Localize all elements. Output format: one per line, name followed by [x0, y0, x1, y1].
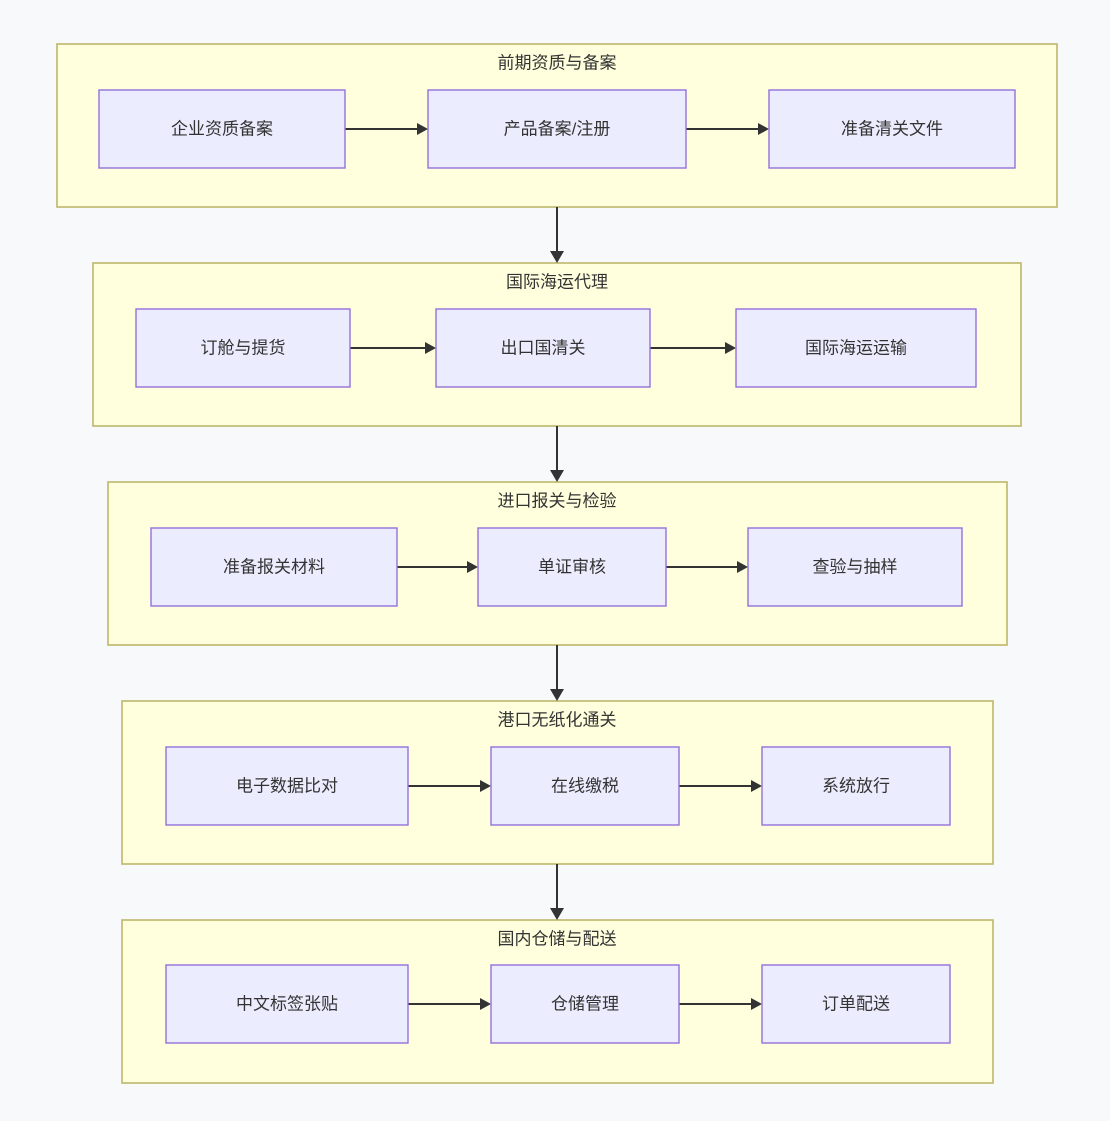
edge-n14-to-n15: [679, 998, 762, 1010]
node-n3[interactable]: 准备清关文件: [768, 89, 1016, 169]
node-label: 准备报关材料: [223, 557, 325, 576]
node-n5[interactable]: 出口国清关: [435, 308, 651, 388]
node-label: 企业资质备案: [171, 119, 273, 138]
node-label: 单证审核: [538, 557, 606, 576]
edge-n7-to-n8: [397, 561, 478, 573]
arrowhead-icon: [550, 251, 564, 263]
node-label: 订单配送: [822, 994, 890, 1013]
arrowhead-icon: [467, 561, 478, 573]
node-box: [135, 308, 351, 388]
edge-n11-to-n12: [679, 780, 762, 792]
node-n13[interactable]: 中文标签张贴: [165, 964, 409, 1044]
edge-n1-to-n2: [345, 123, 428, 135]
edge-n2-to-n3: [686, 123, 769, 135]
node-label: 电子数据比对: [236, 776, 338, 795]
cluster-links-layer: [550, 207, 564, 920]
node-n8[interactable]: 单证审核: [477, 527, 667, 607]
arrowhead-icon: [751, 998, 762, 1010]
node-n1[interactable]: 企业资质备案: [98, 89, 346, 169]
node-box: [490, 746, 680, 826]
node-box: [165, 964, 409, 1044]
cluster-link-sg1-to-sg2: [550, 207, 564, 263]
node-box: [150, 527, 398, 607]
node-n4[interactable]: 订舱与提货: [135, 308, 351, 388]
arrowhead-icon: [550, 908, 564, 920]
edge-n4-to-n5: [350, 342, 436, 354]
node-box: [477, 527, 667, 607]
node-box: [761, 964, 951, 1044]
edge-n10-to-n11: [408, 780, 491, 792]
node-n2[interactable]: 产品备案/注册: [427, 89, 687, 169]
cluster-title: 国际海运代理: [506, 272, 608, 291]
arrowhead-icon: [417, 123, 428, 135]
cluster-link-sg4-to-sg5: [550, 864, 564, 920]
edge-n5-to-n6: [650, 342, 736, 354]
node-box: [768, 89, 1016, 169]
node-label: 查验与抽样: [813, 557, 898, 576]
node-n9[interactable]: 查验与抽样: [747, 527, 963, 607]
node-box: [98, 89, 346, 169]
node-n14[interactable]: 仓储管理: [490, 964, 680, 1044]
arrowhead-icon: [550, 470, 564, 482]
node-label: 仓储管理: [551, 994, 619, 1013]
node-box: [165, 746, 409, 826]
node-label: 产品备案/注册: [504, 119, 611, 138]
node-n7[interactable]: 准备报关材料: [150, 527, 398, 607]
arrowhead-icon: [480, 780, 491, 792]
node-n11[interactable]: 在线缴税: [490, 746, 680, 826]
node-n15[interactable]: 订单配送: [761, 964, 951, 1044]
cluster-title: 港口无纸化通关: [498, 710, 617, 729]
arrowhead-icon: [758, 123, 769, 135]
cluster-link-sg3-to-sg4: [550, 645, 564, 701]
arrowhead-icon: [751, 780, 762, 792]
node-box: [427, 89, 687, 169]
cluster-title: 进口报关与检验: [498, 491, 617, 510]
arrowhead-icon: [737, 561, 748, 573]
node-label: 国际海运运输: [805, 338, 907, 357]
arrowhead-icon: [550, 689, 564, 701]
arrowhead-icon: [425, 342, 436, 354]
node-box: [490, 964, 680, 1044]
node-box: [435, 308, 651, 388]
node-label: 系统放行: [822, 776, 890, 795]
node-n12[interactable]: 系统放行: [761, 746, 951, 826]
node-n10[interactable]: 电子数据比对: [165, 746, 409, 826]
node-box: [761, 746, 951, 826]
cluster-title: 前期资质与备案: [498, 53, 617, 72]
edge-n8-to-n9: [666, 561, 748, 573]
node-label: 中文标签张贴: [236, 994, 338, 1013]
arrowhead-icon: [480, 998, 491, 1010]
arrowhead-icon: [725, 342, 736, 354]
node-label: 准备清关文件: [841, 119, 943, 138]
node-box: [735, 308, 977, 388]
cluster-link-sg2-to-sg3: [550, 426, 564, 482]
edge-n13-to-n14: [408, 998, 491, 1010]
node-label: 出口国清关: [501, 338, 586, 357]
node-label: 在线缴税: [551, 776, 619, 795]
node-label: 订舱与提货: [201, 338, 286, 357]
node-box: [747, 527, 963, 607]
cluster-title: 国内仓储与配送: [498, 929, 617, 948]
node-n6[interactable]: 国际海运运输: [735, 308, 977, 388]
